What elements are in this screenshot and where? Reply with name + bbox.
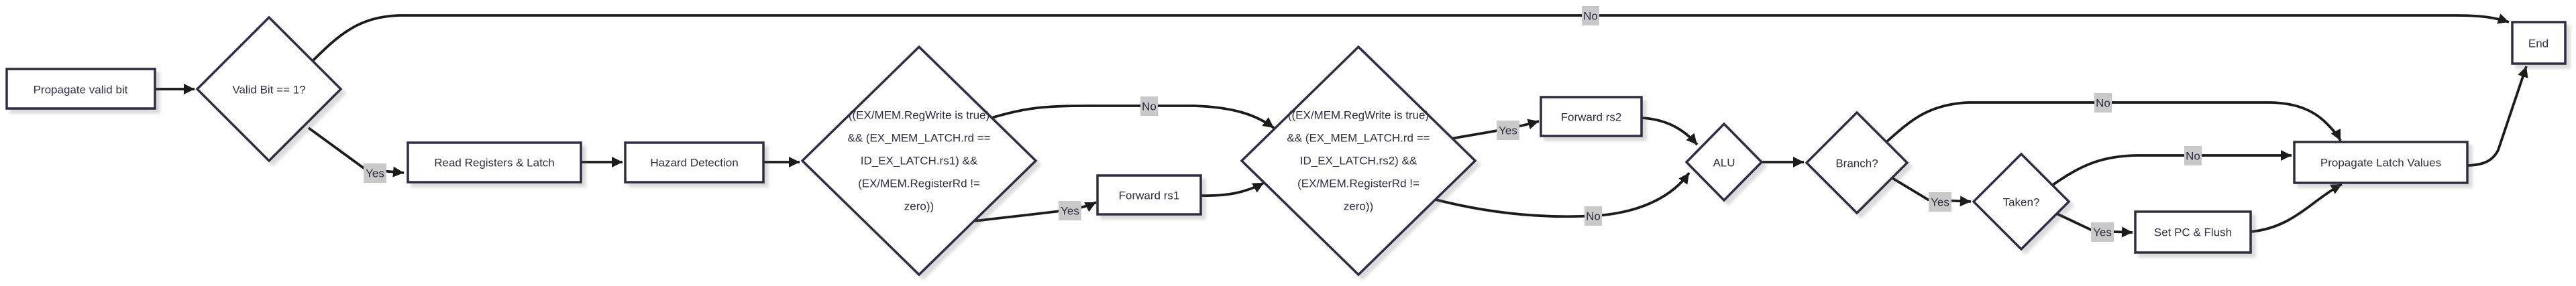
svg-text:No: No: [1142, 100, 1157, 113]
svg-text:No: No: [1586, 210, 1601, 223]
propagate-latch-values-node: Propagate Latch Values: [2293, 141, 2469, 184]
branch-decision-label: Branch?: [1835, 157, 1878, 170]
edge-propagate-latch-to-end: [2465, 66, 2528, 167]
svg-text:ID_EX_LATCH.rs2) &&: ID_EX_LATCH.rs2) &&: [1300, 155, 1417, 167]
svg-text:No: No: [1583, 10, 1598, 23]
forward-rs2-label: Forward rs2: [1561, 111, 1622, 124]
edge-set-pc-flush-to-propagate-latch: [2250, 183, 2343, 233]
svg-text:zero)): zero)): [1344, 200, 1373, 213]
forward-rs2-condition-shape: [1240, 45, 1477, 277]
read-registers-node: Read Registers & Latch: [407, 141, 582, 184]
alu-decision: ALU: [1684, 122, 1764, 202]
svg-text:Yes: Yes: [1499, 125, 1517, 137]
edge-forward-rs2-to-alu: [1641, 117, 1699, 146]
edge-rs2-condition-yes-to-forward-rs2: [1451, 119, 1540, 140]
valid-bit-decision: Valid Bit == 1?: [195, 15, 343, 163]
alu-decision-shape: [1684, 122, 1764, 202]
edge-label-rs1-condition-no: No: [1140, 96, 1158, 116]
svg-text:(EX/MEM.RegisterRd !=: (EX/MEM.RegisterRd !=: [1297, 177, 1419, 190]
edge-label-rs1-condition-yes: Yes: [1059, 201, 1081, 220]
edge-label-rs2-condition-no: No: [1585, 206, 1602, 226]
forward-rs1-condition-decision: ((EX/MEM.RegWrite is true) && (EX_MEM_LA…: [800, 45, 1038, 277]
propagate-valid-bit-shape: [5, 68, 156, 110]
taken-decision: Taken?: [1972, 152, 2071, 251]
branch-decision: Branch?: [1805, 111, 1909, 215]
edge-label-taken-no: No: [2184, 146, 2202, 165]
svg-text:No: No: [2186, 150, 2200, 163]
edge-labels: No Yes No Yes Yes No No Yes: [364, 6, 2202, 242]
edge-label-branch-no: No: [2094, 93, 2112, 113]
svg-text:&& (EX_MEM_LATCH.rd ==: && (EX_MEM_LATCH.rd ==: [847, 132, 990, 145]
valid-bit-decision-shape: [195, 15, 343, 163]
svg-text:No: No: [2096, 97, 2110, 110]
svg-text:ID_EX_LATCH.rs1) &&: ID_EX_LATCH.rs1) &&: [861, 155, 978, 167]
hazard-detection-node: Hazard Detection: [624, 141, 765, 184]
edge-valid-bit-yes-to-read-registers: [307, 127, 405, 177]
svg-text:(EX/MEM.RegisterRd !=: (EX/MEM.RegisterRd !=: [858, 177, 980, 190]
set-pc-flush-shape: [2134, 210, 2252, 254]
edge-branch-yes-to-taken: [1892, 177, 1972, 207]
end-shape: [2511, 21, 2567, 65]
edge-rs1-condition-no-to-rs2-condition: [991, 104, 1275, 129]
set-pc-flush-node: Set PC & Flush: [2134, 210, 2252, 254]
svg-text:((EX/MEM.RegWrite is true): ((EX/MEM.RegWrite is true): [849, 109, 989, 122]
edges: [155, 13, 2528, 238]
edge-label-taken-yes: Yes: [2091, 222, 2114, 242]
forward-rs2-node: Forward rs2: [1540, 96, 1643, 137]
nodes: Propagate valid bit Valid Bit == 1? Read…: [5, 15, 2567, 277]
edge-valid-bit-no-to-end: [311, 13, 2510, 62]
end-node: End: [2511, 21, 2567, 65]
propagate-valid-bit-label: Propagate valid bit: [34, 84, 128, 96]
hazard-detection-label: Hazard Detection: [650, 157, 738, 169]
edge-rs2-condition-no-to-alu: [1435, 171, 1690, 218]
svg-text:((EX/MEM.RegWrite is true): ((EX/MEM.RegWrite is true): [1288, 109, 1429, 122]
svg-text:zero)): zero)): [904, 200, 934, 213]
svg-text:Yes: Yes: [1061, 205, 1079, 218]
edge-label-valid-yes: Yes: [364, 163, 386, 183]
forward-rs1-condition-shape: [800, 45, 1038, 277]
set-pc-flush-label: Set PC & Flush: [2154, 226, 2232, 239]
forward-rs2-shape: [1540, 96, 1643, 137]
svg-text:Yes: Yes: [2093, 226, 2112, 239]
hazard-detection-shape: [624, 141, 765, 184]
forward-rs1-label: Forward rs1: [1119, 190, 1180, 202]
edge-label-rs2-condition-yes: Yes: [1497, 121, 1519, 140]
end-label: End: [2528, 38, 2548, 50]
read-registers-shape: [407, 141, 582, 184]
taken-decision-label: Taken?: [2003, 196, 2040, 209]
valid-bit-decision-label: Valid Bit == 1?: [232, 84, 305, 96]
forward-rs2-condition-decision: ((EX/MEM.RegWrite is true) && (EX_MEM_LA…: [1240, 45, 1477, 277]
branch-decision-shape: [1805, 111, 1909, 215]
svg-text:&& (EX_MEM_LATCH.rd ==: && (EX_MEM_LATCH.rd ==: [1287, 132, 1430, 145]
read-registers-label: Read Registers & Latch: [434, 157, 555, 169]
forward-rs1-shape: [1096, 174, 1202, 216]
forward-rs1-node: Forward rs1: [1096, 174, 1202, 216]
taken-decision-shape: [1972, 152, 2071, 251]
edge-forward-rs1-to-rs2-condition: [1200, 182, 1265, 198]
propagate-latch-values-label: Propagate Latch Values: [2320, 157, 2441, 169]
propagate-valid-bit-node: Propagate valid bit: [5, 68, 156, 110]
edge-label-branch-yes: Yes: [1929, 192, 1951, 212]
svg-text:Yes: Yes: [1931, 196, 1949, 209]
edge-taken-no-to-propagate-latch: [2051, 150, 2292, 186]
edge-branch-no-to-propagate-latch: [1885, 101, 2342, 143]
edge-label-valid-no: No: [1582, 6, 1599, 25]
alu-decision-label: ALU: [1713, 157, 1735, 169]
propagate-latch-values-shape: [2293, 141, 2469, 184]
svg-text:Yes: Yes: [366, 167, 384, 180]
